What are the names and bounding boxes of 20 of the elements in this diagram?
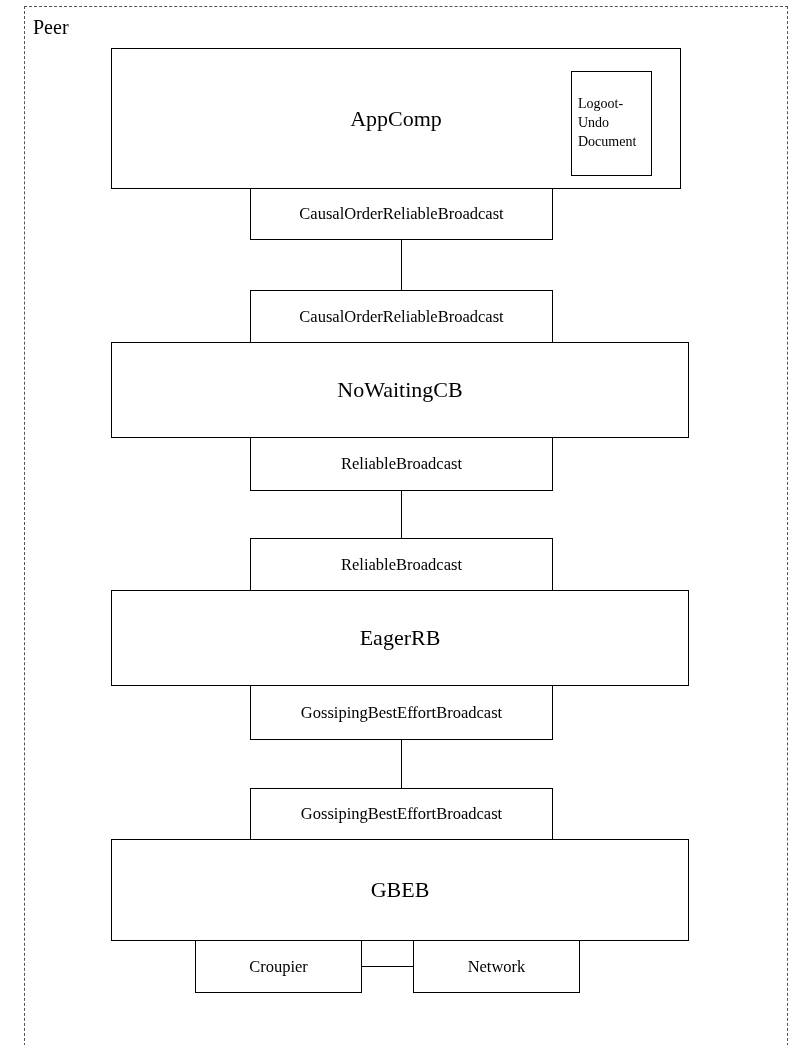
connector-line bbox=[401, 239, 402, 291]
connector-line bbox=[401, 490, 402, 539]
document-box: Logoot-Undo Document bbox=[571, 71, 652, 176]
connector-line bbox=[401, 739, 402, 789]
interface-port: GossipingBestEffortBroadcast bbox=[250, 788, 553, 840]
component-name: EagerRB bbox=[359, 625, 441, 651]
interface-port: Croupier bbox=[195, 940, 362, 993]
component-box bbox=[111, 48, 681, 189]
component-name: AppComp bbox=[350, 105, 442, 132]
interface-port: Network bbox=[413, 940, 580, 993]
component-name: NoWaitingCB bbox=[337, 377, 463, 403]
interface-port: CausalOrderReliableBroadcast bbox=[250, 188, 553, 240]
interface-port: CausalOrderReliableBroadcast bbox=[250, 290, 553, 343]
container-label: Peer bbox=[33, 16, 69, 39]
component-name: GBEB bbox=[370, 877, 430, 903]
peer-container bbox=[24, 6, 788, 1045]
interface-port: ReliableBroadcast bbox=[250, 538, 553, 591]
interface-port: GossipingBestEffortBroadcast bbox=[250, 685, 553, 740]
interface-port: ReliableBroadcast bbox=[250, 437, 553, 491]
connector-line bbox=[361, 966, 414, 967]
